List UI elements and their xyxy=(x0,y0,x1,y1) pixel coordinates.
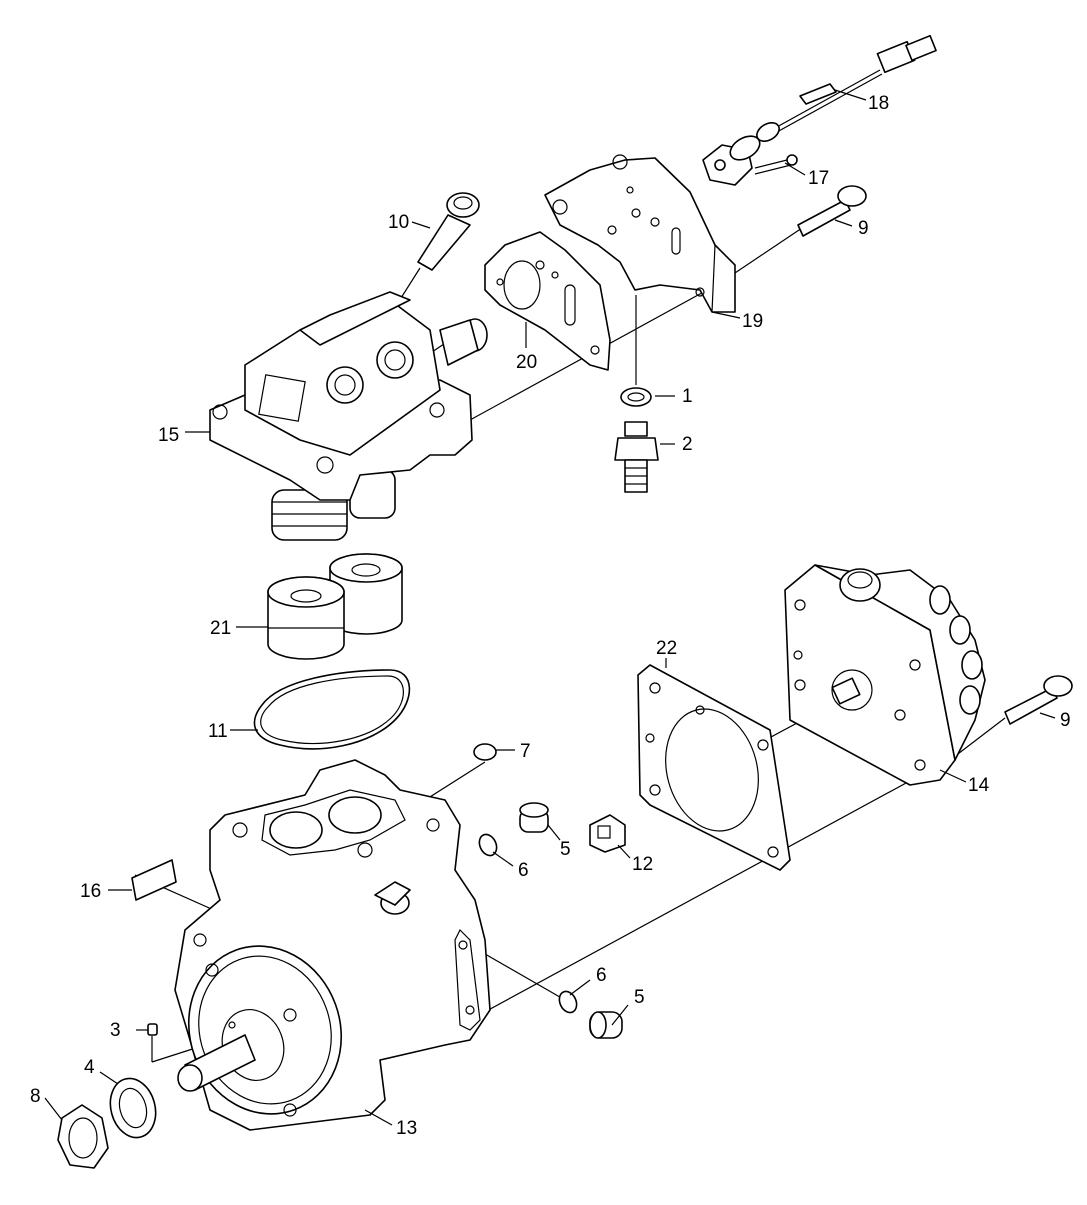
label-1: 1 xyxy=(682,386,693,407)
part-7-oring[interactable] xyxy=(473,743,497,761)
part-17-sensor[interactable] xyxy=(702,119,798,186)
label-18: 18 xyxy=(868,93,889,114)
part-9-bolt-lower[interactable] xyxy=(1004,675,1073,725)
label-10: 10 xyxy=(388,212,409,233)
part-1-washer[interactable] xyxy=(620,387,652,407)
part-8-nut[interactable] xyxy=(57,1104,109,1169)
part-9-bolt-upper[interactable] xyxy=(797,185,867,237)
part-19-cover[interactable] xyxy=(544,154,736,313)
label-7: 7 xyxy=(520,741,531,762)
label-20: 20 xyxy=(516,352,537,373)
leader-lines xyxy=(44,89,1056,1126)
label-9-lower: 9 xyxy=(1060,710,1071,731)
label-12: 12 xyxy=(632,854,653,875)
part-13-pump-body[interactable] xyxy=(165,759,491,1136)
part-5-plug-upper[interactable] xyxy=(519,802,549,833)
label-6-upper: 6 xyxy=(518,860,529,881)
label-5-lower: 5 xyxy=(634,987,645,1008)
label-6-lower: 6 xyxy=(596,965,607,986)
part-6-oring-lower[interactable] xyxy=(556,989,580,1016)
label-2: 2 xyxy=(682,434,693,455)
label-14: 14 xyxy=(968,775,990,796)
part-11-oring[interactable] xyxy=(253,669,411,750)
part-22-gasket[interactable] xyxy=(637,664,791,871)
label-3: 3 xyxy=(110,1020,121,1041)
part-12-plug[interactable] xyxy=(589,814,626,853)
part-21-tappets[interactable] xyxy=(267,553,403,660)
label-19: 19 xyxy=(742,311,763,332)
label-15: 15 xyxy=(158,425,179,446)
part-6-oring-upper[interactable] xyxy=(476,832,500,859)
label-16: 16 xyxy=(80,881,101,902)
part-3-pin[interactable] xyxy=(147,1023,158,1036)
label-4: 4 xyxy=(84,1057,95,1078)
part-2-fitting[interactable] xyxy=(614,421,659,493)
part-4-washer[interactable] xyxy=(104,1073,162,1142)
part-18-harness[interactable] xyxy=(774,34,937,133)
part-20-gasket[interactable] xyxy=(484,231,611,371)
part-labels: 1 2 3 4 5 5 6 6 7 8 9 9 10 11 12 13 14 1… xyxy=(30,93,1071,1139)
label-21: 21 xyxy=(210,618,231,639)
label-5-upper: 5 xyxy=(560,839,571,860)
label-9-upper: 9 xyxy=(858,218,869,239)
label-8: 8 xyxy=(30,1086,41,1107)
part-15-pump-head[interactable] xyxy=(209,291,488,541)
part-14-feed-pump[interactable] xyxy=(784,564,986,786)
part-10-bolt[interactable] xyxy=(417,192,480,271)
label-17: 17 xyxy=(808,168,829,189)
label-22: 22 xyxy=(656,638,677,659)
label-13: 13 xyxy=(396,1118,417,1139)
label-11: 11 xyxy=(208,721,228,742)
part-16-plate[interactable] xyxy=(131,859,177,901)
part-5-plug-lower[interactable] xyxy=(589,1011,623,1039)
